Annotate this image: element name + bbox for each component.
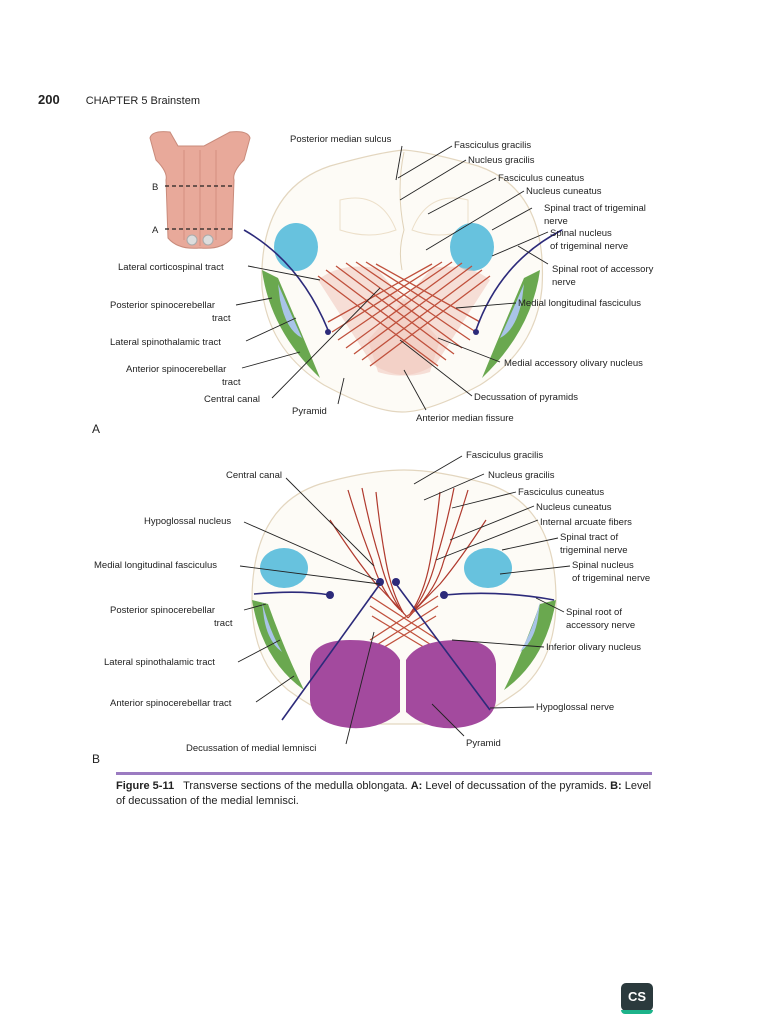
posterior-spinocerebellar-a-left <box>278 284 302 338</box>
label-a-spinal-root-accessory-2: nerve <box>552 277 576 288</box>
posterior-spinocerebellar-b-left <box>262 602 282 652</box>
pyramid-decussation-a <box>317 261 491 376</box>
caption-a-text: Level of decussation of the pyramids. <box>425 780 608 792</box>
label-a-anterior-median-fissure: Anterior median fissure <box>416 413 514 424</box>
panel-label-a: A <box>92 422 100 436</box>
label-b-spinal-tract-trigeminal: Spinal tract of <box>560 532 618 543</box>
page-header: 200 CHAPTER 5 Brainstem <box>38 92 200 107</box>
figure-a: B A <box>92 131 654 436</box>
label-a-posterior-spinocerebellar: Posterior spinocerebellar <box>110 300 215 311</box>
figure-b: Fasciculus gracilis Central canal Nucleu… <box>92 450 650 766</box>
page-number: 200 <box>38 92 60 107</box>
label-b-nucleus-cuneatus: Nucleus cuneatus <box>536 502 612 513</box>
panel-label-b: B <box>92 752 100 766</box>
label-a-anterior-spinocerebellar: Anterior spinocerebellar <box>126 364 226 375</box>
label-b-fasciculus-gracilis: Fasciculus gracilis <box>466 450 543 461</box>
label-b-spinal-nucleus: Spinal nucleus <box>572 560 634 571</box>
label-b-inferior-olivary: Inferior olivary nucleus <box>546 642 641 653</box>
label-b-medial-longitudinal: Medial longitudinal fasciculus <box>94 560 217 571</box>
posterior-spinocerebellar-b-right <box>520 602 540 652</box>
label-a-spinal-root-accessory: Spinal root of accessory <box>552 264 654 275</box>
label-b-decussation-medial-lemnisci: Decussation of medial lemnisci <box>186 743 316 754</box>
pyramid-b-left <box>310 640 400 729</box>
label-b-spinal-nucleus-2: of trigeminal nerve <box>572 573 650 584</box>
label-b-hypoglossal-nucleus: Hypoglossal nucleus <box>144 516 231 527</box>
label-a-nucleus-cuneatus: Nucleus cuneatus <box>526 186 602 197</box>
label-a-spinal-tract-trigeminal: Spinal tract of trigeminal <box>544 203 646 214</box>
anterior-spinocerebellar-b-right <box>504 600 556 690</box>
label-b-internal-arcuate: Internal arcuate fibers <box>540 517 632 528</box>
spinal-nucleus-trigeminal-b-left <box>260 548 308 588</box>
label-b-anterior-spinocerebellar: Anterior spinocerebellar tract <box>110 698 232 709</box>
label-a-spinal-nucleus-2: of trigeminal nerve <box>550 241 628 252</box>
label-b-nucleus-gracilis: Nucleus gracilis <box>488 470 555 481</box>
posterior-spinocerebellar-a-right <box>500 284 524 338</box>
figure-caption: Figure 5-11 Transverse sections of the m… <box>116 779 656 809</box>
spinal-nucleus-trigeminal-a-left <box>274 223 318 271</box>
label-a-fasciculus-gracilis: Fasciculus gracilis <box>454 140 531 151</box>
label-a-central-canal: Central canal <box>204 394 260 405</box>
label-b-spinal-tract-trigeminal-2: trigeminal nerve <box>560 545 628 556</box>
label-b-fasciculus-cuneatus: Fasciculus cuneatus <box>518 487 604 498</box>
label-b-hypoglossal-nerve: Hypoglossal nerve <box>536 702 614 713</box>
caption-b-label: B: <box>610 780 622 792</box>
caption-text: Transverse sections of the medulla oblon… <box>183 780 408 792</box>
medial-lemnisci-decussation <box>369 595 439 653</box>
label-b-spinal-root-accessory: Spinal root of <box>566 607 622 618</box>
caption-a-label: A: <box>410 780 423 792</box>
label-a-lateral-spinothalamic: Lateral spinothalamic tract <box>110 337 221 348</box>
label-a-posterior-spinocerebellar-2: tract <box>212 313 231 324</box>
label-a-nucleus-gracilis: Nucleus gracilis <box>468 155 535 166</box>
label-b-posterior-spinocerebellar: Posterior spinocerebellar <box>110 605 215 616</box>
label-a-pyramid: Pyramid <box>292 406 327 417</box>
label-a-decussation-pyramids: Decussation of pyramids <box>474 392 578 403</box>
label-b-pyramid: Pyramid <box>466 738 501 749</box>
caption-b-text: Level of decussation of the medial lemni… <box>116 780 652 807</box>
level-a-marker: A <box>152 225 159 236</box>
level-b-marker: B <box>152 182 158 193</box>
spinal-nucleus-trigeminal-b-right <box>464 548 512 588</box>
label-a-spinal-nucleus: Spinal nucleus <box>550 228 612 239</box>
chapter-title: CHAPTER 5 Brainstem <box>85 95 201 107</box>
label-b-posterior-spinocerebellar-2: tract <box>214 618 233 629</box>
label-a-posterior-median-sulcus: Posterior median sulcus <box>290 134 392 145</box>
label-a-fasciculus-cuneatus: Fasciculus cuneatus <box>498 173 584 184</box>
pyramid-b-right <box>406 640 496 729</box>
section-b-outline <box>251 469 557 725</box>
caption-rule <box>116 772 652 775</box>
label-b-central-canal: Central canal <box>226 470 282 481</box>
label-a-medial-longitudinal: Medial longitudinal fasciculus <box>518 298 641 309</box>
spinal-nucleus-trigeminal-a-right <box>450 223 494 271</box>
caption-figure-number: Figure 5-11 <box>116 780 175 792</box>
label-a-lateral-corticospinal: Lateral corticospinal tract <box>118 262 224 273</box>
brainstem-inset: B A <box>149 131 251 249</box>
label-b-spinal-root-accessory-2: accessory nerve <box>566 620 635 631</box>
camscanner-logo: CS <box>621 983 653 1014</box>
label-a-anterior-spinocerebellar-2: tract <box>222 377 241 388</box>
label-a-spinal-tract-trigeminal-2: nerve <box>544 216 568 227</box>
label-a-medial-accessory-olivary: Medial accessory olivary nucleus <box>504 358 643 369</box>
label-b-lateral-spinothalamic: Lateral spinothalamic tract <box>104 657 215 668</box>
